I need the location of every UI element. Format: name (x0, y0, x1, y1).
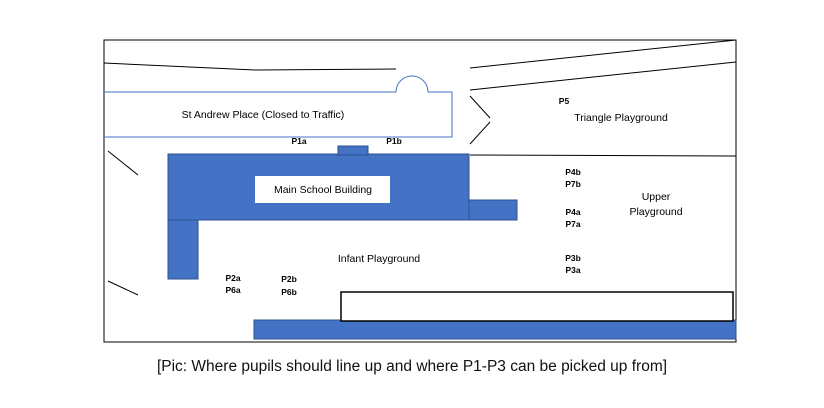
building-east-extension (468, 199, 518, 221)
bottom-enclosure (340, 291, 734, 322)
point-p1b: P1b (386, 136, 402, 146)
path-diagonal-upper (469, 95, 491, 119)
main-school-building (167, 145, 518, 280)
path-diagonal-lower (469, 121, 491, 145)
point-p4a: P4a (565, 207, 580, 217)
upper-playground-label-line1: Upper (642, 191, 671, 203)
playground-divider (469, 154, 737, 157)
point-p2b: P2b (281, 274, 297, 284)
point-p7b: P7b (565, 179, 581, 189)
point-p6a: P6a (225, 285, 240, 295)
figure-caption: [Pic: Where pupils should line up and wh… (156, 358, 668, 375)
point-p7a: P7a (565, 219, 580, 229)
left-edge-line-lower (107, 280, 139, 296)
bottom-wall (253, 319, 737, 340)
infant-playground-label: Infant Playground (338, 253, 420, 265)
st-andrew-place-outline (104, 75, 453, 138)
point-p3a: P3a (565, 265, 580, 275)
point-p6b: P6b (281, 287, 297, 297)
left-edge-line-upper (107, 150, 139, 176)
building-west-wing (167, 219, 199, 280)
triangle-playground-label: Triangle Playground (574, 112, 668, 124)
building-label: Main School Building (274, 184, 372, 196)
road-edge-top-right (469, 39, 737, 69)
road-edge-top-left (103, 62, 397, 71)
map-frame (103, 39, 737, 343)
street-label: St Andrew Place (Closed to Traffic) (182, 109, 345, 121)
building-label-box (255, 176, 390, 203)
point-p4b: P4b (565, 167, 581, 177)
point-p5: P5 (559, 96, 570, 106)
point-p3b: P3b (565, 253, 581, 263)
road-lines (103, 39, 737, 296)
point-p2a: P2a (225, 273, 240, 283)
road-edge-lower-right (469, 61, 737, 91)
point-p1a: P1a (291, 136, 306, 146)
building-porch (337, 145, 369, 156)
upper-playground-label-line2: Playground (629, 206, 682, 218)
